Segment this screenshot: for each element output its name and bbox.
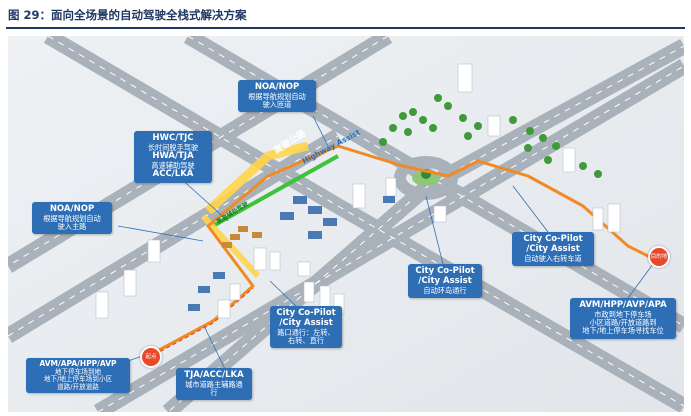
buildings bbox=[95, 63, 621, 319]
callout-avm-destination: AVM/HPP/AVP/APA 市政到地下停车场 小区道路/开放道路到 地下/地… bbox=[570, 298, 676, 339]
callout-line: 自动驶入右转车道 bbox=[524, 253, 582, 263]
callout-title: City Co-Pilot bbox=[523, 234, 583, 244]
callout-city-right-turn: City Co-Pilot /City Assist 自动驶入右转车道 bbox=[512, 232, 594, 266]
scene-map: 高速公路 Highway Assist 高速辅助驾驶 起点 目的地 NOA/NO… bbox=[3, 29, 689, 416]
callout-avm-start: AVM/APA/HPP/AVP 地下停车场到地 地下/地上停车场到小区 道路/开… bbox=[26, 358, 130, 394]
callout-line: 城市道路主辅路通 bbox=[185, 379, 243, 389]
callout-line: 自动环岛通行 bbox=[423, 285, 467, 295]
callout-title: /City Assist bbox=[526, 243, 580, 254]
callout-line: 驶入匝道 bbox=[262, 100, 292, 110]
start-point-pin: 起点 bbox=[140, 346, 162, 368]
callout-noa-ramp: NOA/NOP 根据导航规划自动 驶入匝道 bbox=[238, 80, 316, 113]
callout-line: 右转、直行 bbox=[288, 335, 324, 345]
callout-line: 小区道路/开放道路到 bbox=[589, 318, 657, 328]
scene-illustration: 高速公路 Highway Assist 高速辅助驾驶 bbox=[3, 29, 689, 416]
callout-line: 驶入主路 bbox=[57, 222, 87, 232]
callout-line: 道路/开放道路 bbox=[57, 382, 99, 391]
callout-title: /City Assist bbox=[418, 275, 472, 286]
callout-title: NOA/NOP bbox=[49, 204, 95, 214]
callout-title: ACC/LKA bbox=[152, 169, 194, 180]
callout-line: 地下停车场到地 bbox=[54, 367, 102, 376]
callout-title: AVM/HPP/AVP/APA bbox=[579, 300, 667, 310]
callout-line: 地下/地上停车场到小区 bbox=[43, 375, 113, 384]
callout-line: 长时间脱手驾驶 bbox=[147, 142, 199, 152]
callout-line: 路口通行：左转、 bbox=[277, 327, 335, 337]
callout-title: NOA/NOP bbox=[254, 82, 300, 92]
callout-title: HWC/TJC bbox=[152, 133, 194, 143]
callout-title: AVM/APA/HPP/AVP bbox=[39, 359, 117, 368]
callout-title: City Co-Pilot bbox=[276, 308, 336, 318]
callout-title: TJA/ACC/LKA bbox=[184, 370, 244, 380]
destination-pin: 目的地 bbox=[648, 246, 670, 268]
callout-noa-main: NOA/NOP 根据导航规划自动 驶入主路 bbox=[32, 202, 112, 235]
callout-city-intersection: City Co-Pilot /City Assist 路口通行：左转、 右转、直… bbox=[270, 306, 342, 349]
autonomous-route bbox=[147, 144, 659, 359]
callout-title: /City Assist bbox=[279, 317, 333, 328]
figure-title: 图 29：面向全场景的自动驾驶全栈式解决方案 bbox=[8, 8, 247, 22]
callout-title: City Co-Pilot bbox=[415, 266, 475, 276]
callout-line: 市政到地下停车场 bbox=[594, 309, 652, 319]
callout-line: 高速辅助驾驶 bbox=[151, 160, 195, 170]
roundabout bbox=[394, 156, 458, 200]
callout-tja-acc-lka: TJA/ACC/LKA 城市道路主辅路通 行 bbox=[176, 368, 252, 401]
tree-clusters bbox=[379, 94, 602, 178]
callout-line: 根据导航规划自动 bbox=[43, 213, 101, 223]
callout-hwc-tjc: HWC/TJC 长时间脱手驾驶 HWA/TJA 高速辅助驾驶 ACC/LKA bbox=[134, 131, 212, 183]
callout-title: HWA/TJA bbox=[152, 151, 194, 162]
title-divider bbox=[6, 27, 685, 29]
callout-line: 根据导航规划自动 bbox=[248, 91, 306, 101]
callout-city-roundabout: City Co-Pilot /City Assist 自动环岛通行 bbox=[408, 264, 482, 298]
callout-line: 行 bbox=[210, 388, 218, 398]
callout-line: 地下/地上停车场寻找车位 bbox=[582, 326, 664, 336]
